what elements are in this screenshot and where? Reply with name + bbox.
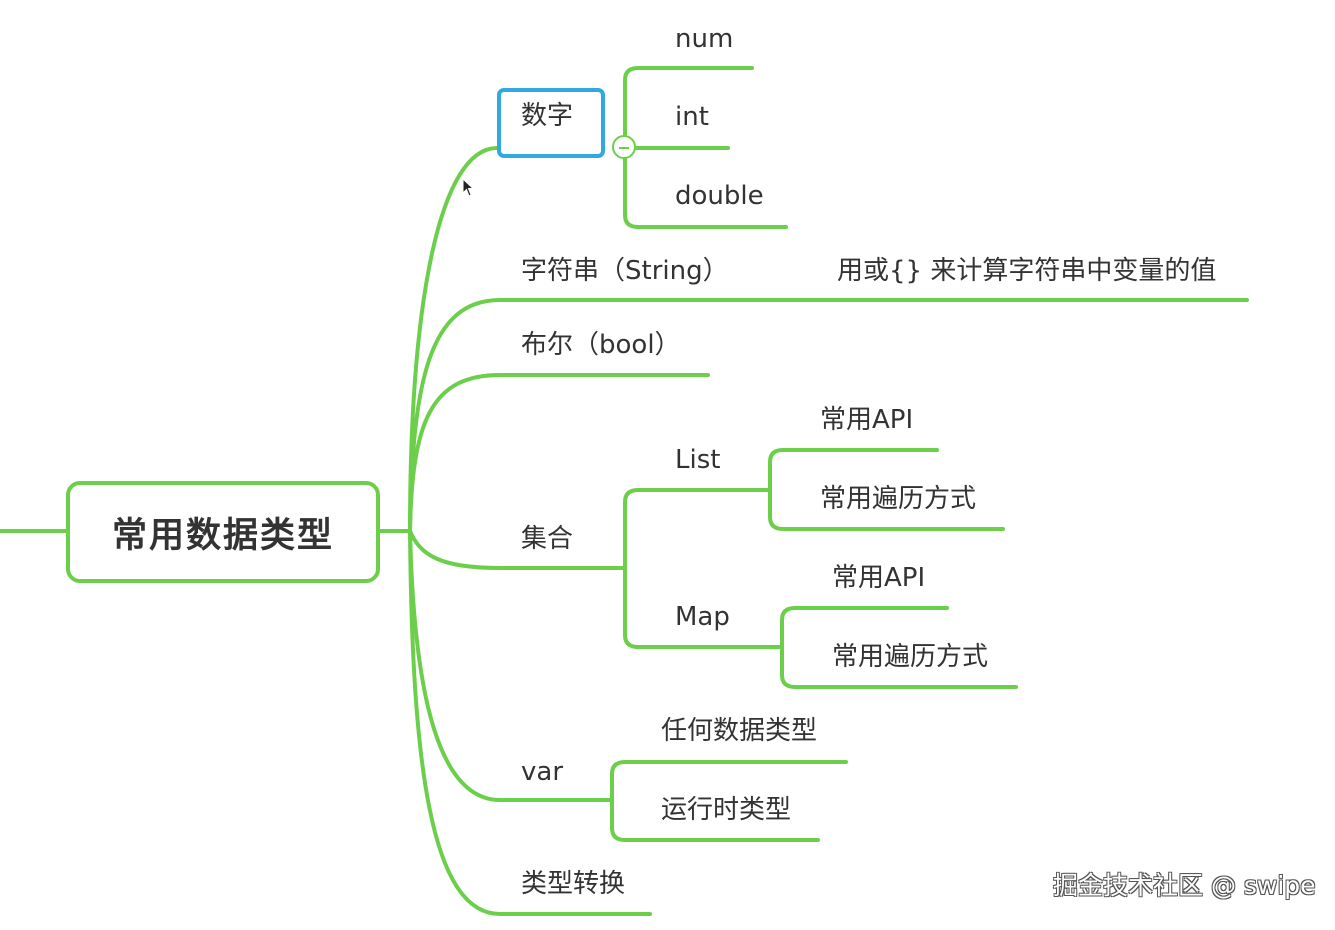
number-bracket-line (623, 66, 754, 150)
node-int[interactable]: int (675, 102, 709, 132)
node-map[interactable]: Map (675, 602, 730, 632)
node-map-traverse[interactable]: 常用遍历方式 (832, 642, 989, 672)
list-traverse-line (768, 488, 1005, 531)
branch-conversion-line (408, 529, 652, 916)
node-double[interactable]: double (675, 181, 764, 211)
watermark: 掘金技术社区 @ swipe (1053, 871, 1316, 900)
branch-number-line (408, 146, 499, 533)
branch-bool-line (408, 373, 710, 533)
node-var[interactable]: var (521, 757, 564, 787)
var-bracket-line (610, 760, 848, 802)
node-collection[interactable]: 集合 (521, 524, 574, 554)
list-api-line (768, 448, 939, 492)
node-map-api[interactable]: 常用API (832, 563, 926, 593)
branch-collection-line (408, 529, 627, 570)
node-list-traverse[interactable]: 常用遍历方式 (820, 484, 977, 514)
map-api-line (780, 606, 949, 649)
node-string-note[interactable]: 用或{} 来计算字符串中变量的值 (837, 256, 1217, 286)
collapse-icon[interactable] (612, 135, 636, 159)
node-var-runtime[interactable]: 运行时类型 (661, 795, 792, 825)
root-label: 常用数据类型 (111, 515, 334, 556)
map-traverse-line (780, 645, 1018, 689)
selected-node-outline (497, 88, 605, 158)
var-runtime-line (610, 798, 820, 842)
branch-var-line (408, 529, 614, 802)
node-num[interactable]: num (675, 24, 734, 54)
node-string[interactable]: 字符串（String） (521, 256, 729, 286)
collection-map-line (623, 566, 784, 649)
node-var-any[interactable]: 任何数据类型 (661, 716, 818, 746)
mouse-cursor-icon (462, 178, 475, 197)
node-list-api[interactable]: 常用API (820, 405, 914, 435)
node-list[interactable]: List (675, 445, 721, 475)
node-bool[interactable]: 布尔（bool） (521, 330, 681, 360)
node-conversion[interactable]: 类型转换 (521, 869, 626, 899)
node-number[interactable]: 数字 (521, 101, 574, 131)
number-double-line (623, 146, 788, 229)
root-node[interactable]: 常用数据类型 (66, 481, 380, 583)
collection-list-line (623, 488, 772, 570)
